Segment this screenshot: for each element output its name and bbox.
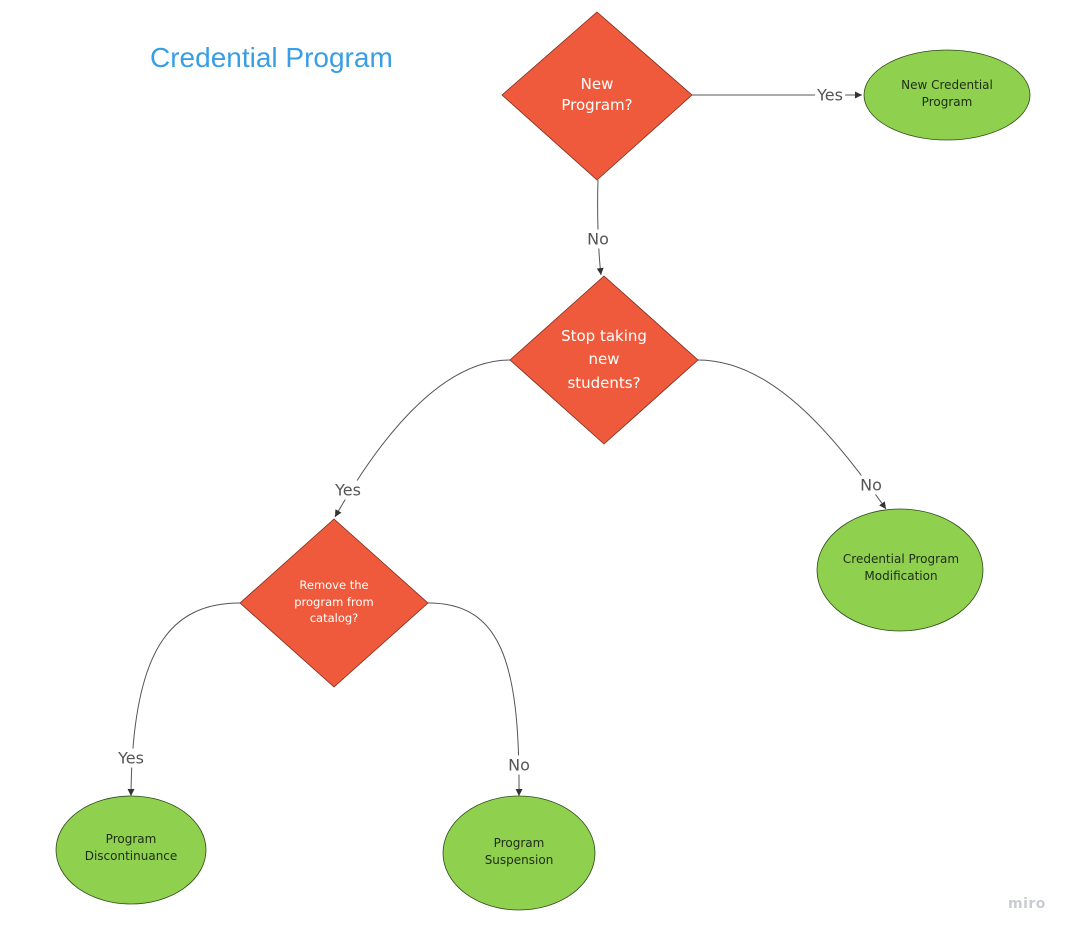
edge-label-new-program-yes: Yes bbox=[815, 85, 845, 105]
decision-new-program-label: New Program? bbox=[561, 75, 633, 114]
decision-remove-catalog-shape[interactable] bbox=[239, 518, 429, 688]
decision-stop-taking-label: Stop taking new students? bbox=[561, 327, 647, 392]
edge-label-stop-taking-yes: Yes bbox=[333, 480, 363, 500]
outcome-modification-shape[interactable] bbox=[816, 508, 984, 632]
outcome-modification-label: Credential Program Modification bbox=[842, 551, 960, 583]
edge-remove-catalog-yes[interactable] bbox=[127, 602, 241, 797]
decision-new-program-shape[interactable] bbox=[501, 11, 693, 181]
edge-new-program-no[interactable] bbox=[596, 179, 604, 276]
edge-label-remove-catalog-no: No bbox=[506, 755, 532, 775]
edge-label-new-program-no: No bbox=[585, 229, 611, 249]
outcome-new-credential-label: New Credential Program bbox=[901, 77, 993, 109]
miro-watermark-logo: miro bbox=[1008, 896, 1046, 912]
outcome-discontinuance-label: Program Discontinuance bbox=[84, 831, 178, 863]
outcome-suspension-shape[interactable] bbox=[442, 795, 596, 911]
edge-remove-catalog-no[interactable] bbox=[427, 602, 523, 797]
outcome-new-credential-shape[interactable] bbox=[863, 49, 1031, 141]
decision-remove-catalog-label: Remove the program from catalog? bbox=[294, 577, 374, 626]
outcome-suspension-label: Program Suspension bbox=[484, 835, 554, 867]
edge-label-stop-taking-no: No bbox=[858, 475, 884, 495]
outcome-discontinuance-shape[interactable] bbox=[55, 795, 207, 905]
diagram-title: Credential Program bbox=[150, 42, 393, 73]
edge-label-remove-catalog-yes: Yes bbox=[116, 748, 146, 768]
decision-stop-taking-shape[interactable] bbox=[509, 275, 699, 445]
